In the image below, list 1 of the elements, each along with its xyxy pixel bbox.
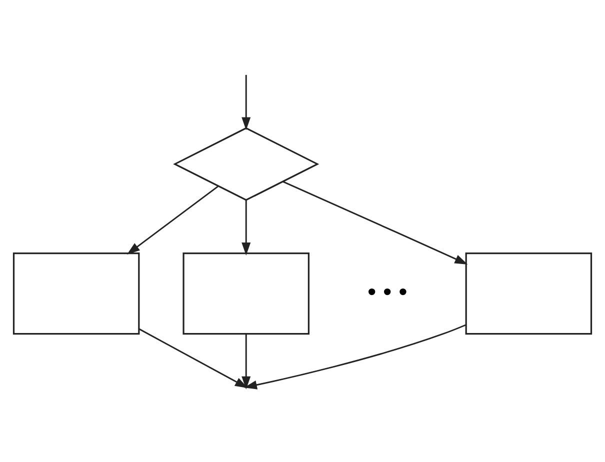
label: • • • [368, 278, 408, 306]
